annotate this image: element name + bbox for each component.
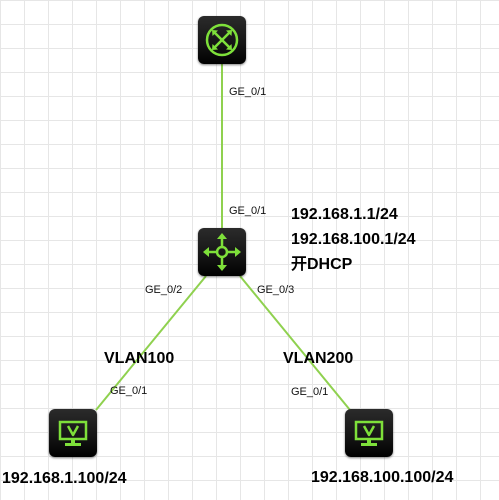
link-router-pc-left[interactable] [95,275,207,411]
port-label-router-to-core: GE_0/1 [229,205,267,217]
pc-right[interactable] [345,409,393,457]
pc-right-ip: 192.168.100.100/24 [311,469,454,486]
port-label-pc-right: GE_0/1 [291,386,329,398]
switch-icon [205,23,239,57]
router[interactable] [198,228,246,276]
port-label-router-to-pc-right: GE_0/3 [257,284,295,296]
pc-icon [354,420,384,446]
core-switch[interactable] [198,16,246,64]
pc-left-ip: 192.168.1.100/24 [2,470,127,487]
port-label-core-to-router: GE_0/1 [229,86,267,98]
link-router-pc-right[interactable] [239,275,351,411]
vlan-label-right: VLAN200 [283,350,354,367]
pc-left[interactable] [49,409,97,457]
router-icon [203,233,241,271]
pc-icon [58,420,88,446]
router-dhcp-note: 开DHCP [291,256,353,273]
vlan-label-left: VLAN100 [104,350,175,367]
port-label-router-to-pc-left: GE_0/2 [145,284,183,296]
router-ip-1: 192.168.1.1/24 [291,206,398,223]
port-label-pc-left: GE_0/1 [110,385,148,397]
router-ip-2: 192.168.100.1/24 [291,231,416,248]
